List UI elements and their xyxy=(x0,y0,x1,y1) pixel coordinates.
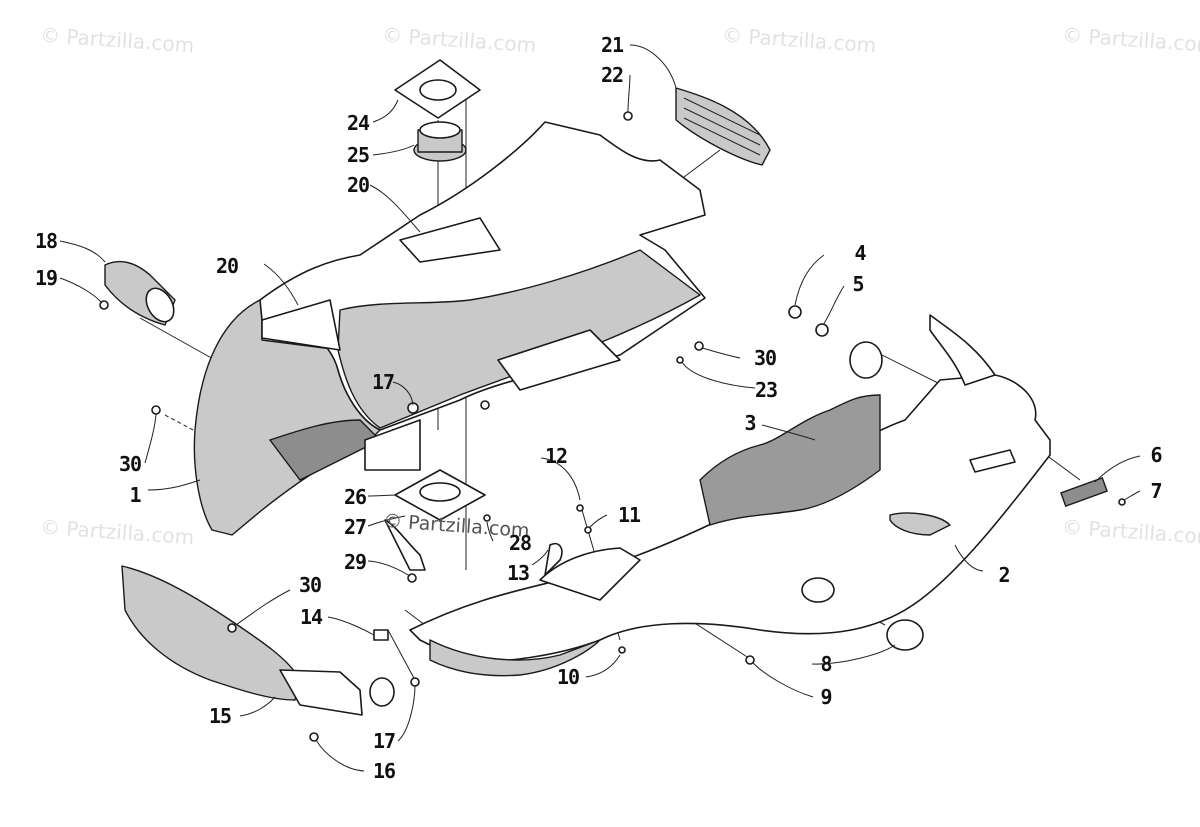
callout-7[interactable]: 7 xyxy=(1150,479,1162,503)
callout-17-b[interactable]: 17 xyxy=(372,729,396,753)
callout-3[interactable]: 3 xyxy=(744,411,756,435)
callout-19[interactable]: 19 xyxy=(34,266,58,290)
vent-grille xyxy=(675,87,771,166)
callout-21[interactable]: 21 xyxy=(600,33,624,57)
callout-26[interactable]: 26 xyxy=(343,485,367,509)
callout-18[interactable]: 18 xyxy=(34,229,58,253)
bottom-plate-26 xyxy=(394,469,486,521)
callout-2[interactable]: 2 xyxy=(998,563,1010,587)
front-bumper xyxy=(121,565,363,716)
callout-22[interactable]: 22 xyxy=(600,63,624,87)
callout-6[interactable]: 6 xyxy=(1150,443,1162,467)
callout-23[interactable]: 23 xyxy=(754,378,778,402)
callout-20-a[interactable]: 20 xyxy=(346,173,370,197)
top-plate-24 xyxy=(394,59,481,119)
callout-24[interactable]: 24 xyxy=(346,111,370,135)
callout-30-c[interactable]: 30 xyxy=(298,573,322,597)
callout-10[interactable]: 10 xyxy=(556,665,580,689)
callout-8[interactable]: 8 xyxy=(820,652,832,676)
callout-12[interactable]: 12 xyxy=(544,444,568,468)
boot-25 xyxy=(413,121,467,162)
callout-9[interactable]: 9 xyxy=(820,685,832,709)
callout-4[interactable]: 4 xyxy=(854,241,866,265)
callout-28[interactable]: 28 xyxy=(508,531,532,555)
callout-1[interactable]: 1 xyxy=(129,483,141,507)
callout-27[interactable]: 27 xyxy=(343,515,367,539)
upper-body-panel xyxy=(259,121,706,471)
callout-20-b[interactable]: 20 xyxy=(215,254,239,278)
callout-13[interactable]: 13 xyxy=(506,561,530,585)
hardware xyxy=(99,111,1126,742)
callout-30-b[interactable]: 30 xyxy=(753,346,777,370)
callout-17-a[interactable]: 17 xyxy=(371,370,395,394)
callout-25[interactable]: 25 xyxy=(346,143,370,167)
callout-14[interactable]: 14 xyxy=(299,605,323,629)
callout-29[interactable]: 29 xyxy=(343,550,367,574)
callout-15[interactable]: 15 xyxy=(208,704,232,728)
callout-16[interactable]: 16 xyxy=(372,759,396,783)
foam-insulation xyxy=(699,394,881,526)
funnel-boot-18 xyxy=(104,260,176,326)
callout-30-a[interactable]: 30 xyxy=(118,452,142,476)
callout-5[interactable]: 5 xyxy=(852,272,864,296)
callout-11[interactable]: 11 xyxy=(617,503,641,527)
leader-lines xyxy=(59,44,1141,772)
